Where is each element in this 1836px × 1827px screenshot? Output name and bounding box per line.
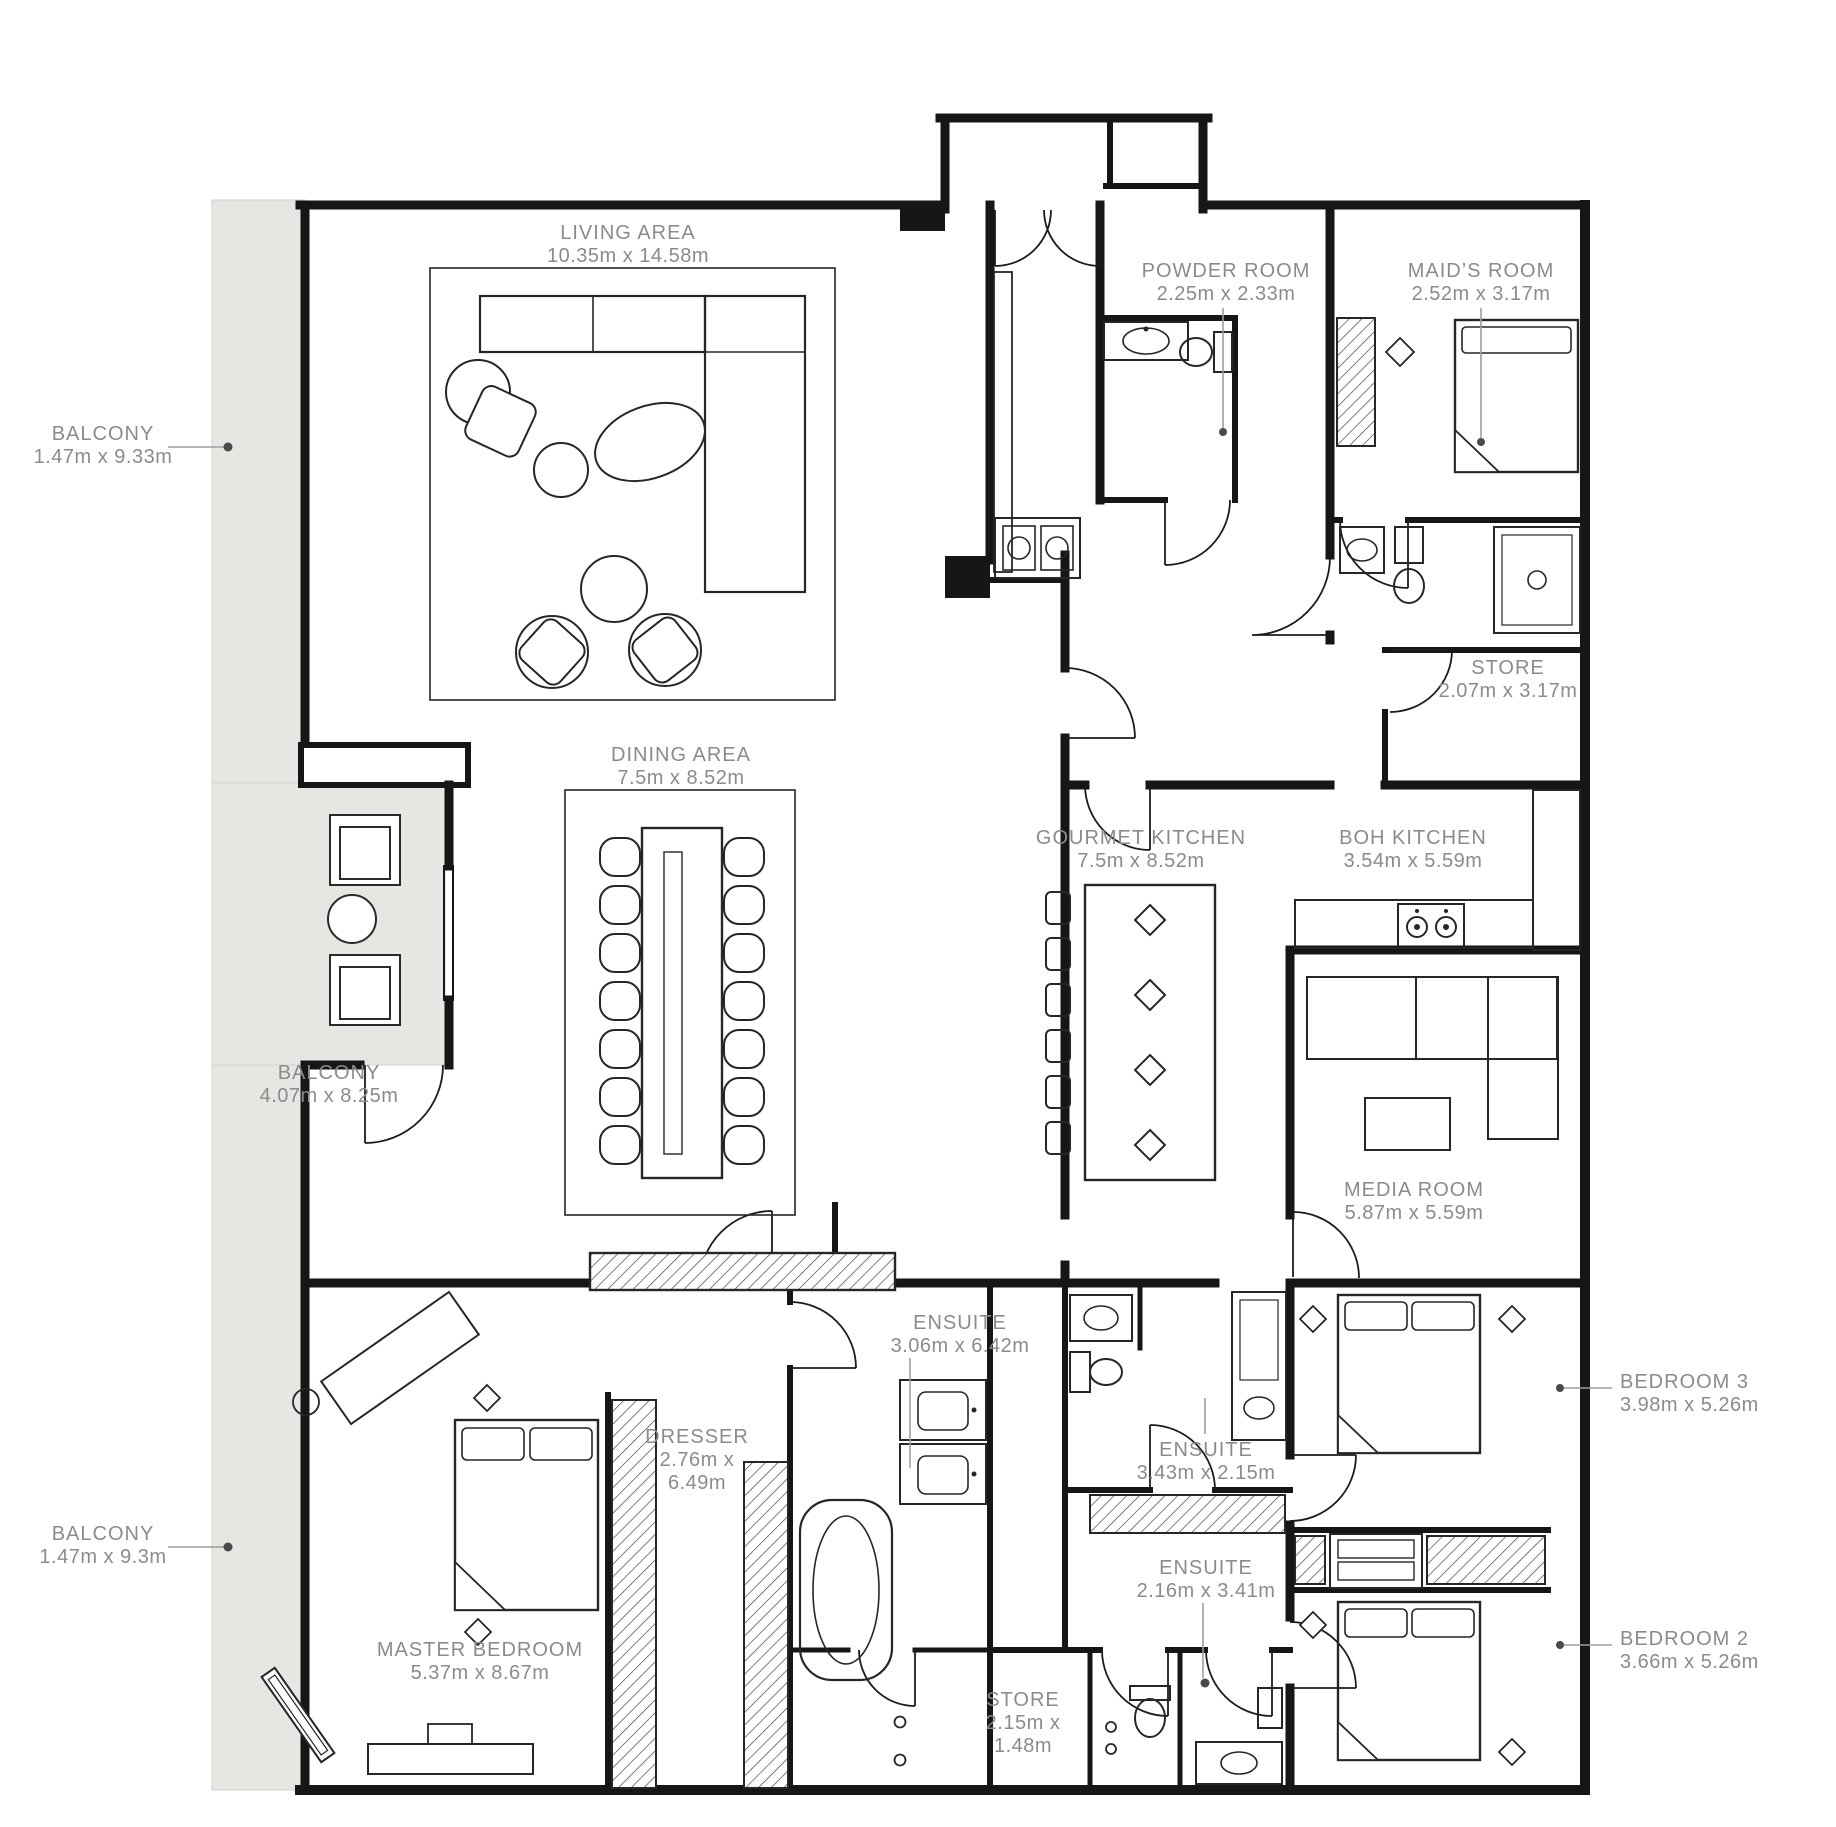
- label-powder-room: POWDER ROOM 2.25m x 2.33m: [1142, 260, 1311, 306]
- label-store-lower: STORE 2.15m x 1.48m: [986, 1689, 1061, 1758]
- label-dresser: DRESSER 2.76m x 6.49m: [645, 1426, 749, 1495]
- bedroom2-furniture: [1298, 1600, 1527, 1767]
- room-dims: 3.54m x 5.59m: [1343, 850, 1483, 872]
- room-dims: 3.43m x 2.15m: [1136, 1462, 1276, 1484]
- living-furniture: [429, 267, 836, 701]
- room-dims: 2.52m x 3.17m: [1411, 283, 1551, 305]
- maids-room-fixtures: [1336, 317, 1581, 634]
- room-name: ENSUITE: [1159, 1557, 1253, 1579]
- room-dims: 6.49m: [667, 1472, 727, 1494]
- room-dims: 2.15m x: [985, 1712, 1061, 1734]
- powder-fixtures: [1103, 321, 1233, 373]
- room-dims: 3.66m x 5.26m: [1620, 1651, 1759, 1673]
- doors: [364, 209, 1453, 1717]
- room-dims: 1.47m x 9.3m: [39, 1546, 167, 1568]
- room-dims: 5.87m x 5.59m: [1344, 1202, 1484, 1224]
- label-balcony-bottom: BALCONY 1.47m x 9.3m: [39, 1523, 166, 1569]
- room-name: ENSUITE: [1159, 1439, 1253, 1461]
- leader-lines: [168, 308, 1612, 1678]
- room-name: STORE: [986, 1689, 1060, 1711]
- room-dims: 7.5m x 8.52m: [617, 767, 745, 789]
- room-dims: 4.07m x 8.25m: [259, 1085, 399, 1107]
- label-media-room: MEDIA ROOM 5.87m x 5.59m: [1344, 1179, 1484, 1225]
- label-balcony-top: BALCONY 1.47m x 9.33m: [34, 423, 173, 469]
- balcony-areas: [211, 199, 446, 1791]
- ensuite3-fixtures: [1069, 1291, 1546, 1589]
- label-boh-kitchen: BOH KITCHEN 3.54m x 5.59m: [1339, 827, 1487, 873]
- label-balcony-middle: BALCONY 4.07m x 8.25m: [260, 1062, 399, 1108]
- room-name: DINING AREA: [611, 744, 751, 766]
- balcony-furniture: [327, 814, 401, 1026]
- room-name: DRESSER: [645, 1426, 749, 1448]
- room-name: MEDIA ROOM: [1343, 1179, 1485, 1201]
- room-dims: 3.98m x 5.26m: [1620, 1394, 1759, 1416]
- room-dims: 5.37m x 8.67m: [410, 1662, 550, 1684]
- room-dims: 3.06m x 6.42m: [890, 1335, 1030, 1357]
- leader-dots: [223, 428, 1564, 1688]
- room-dims: 1.48m: [993, 1735, 1053, 1757]
- label-ensuite-master: ENSUITE 3.06m x 6.42m: [891, 1312, 1030, 1358]
- room-name: BEDROOM 3: [1620, 1371, 1750, 1393]
- room-name: BALCONY: [51, 423, 155, 445]
- room-name: STORE: [1471, 657, 1545, 679]
- room-dims: 2.16m x 3.41m: [1136, 1580, 1276, 1602]
- room-dims: 10.35m x 14.58m: [546, 245, 710, 267]
- dresser-wardrobes: [611, 1399, 789, 1789]
- label-maids-room: MAID’S ROOM 2.52m x 3.17m: [1408, 260, 1555, 306]
- kitchen-fixtures: [1045, 789, 1581, 1182]
- room-name: LIVING AREA: [560, 222, 696, 244]
- room-name: BALCONY: [277, 1062, 381, 1084]
- room-name: BALCONY: [51, 1523, 155, 1545]
- label-living-area: LIVING AREA 10.35m x 14.58m: [547, 222, 709, 268]
- room-dims: 2.07m x 3.17m: [1438, 680, 1578, 702]
- bottom-bath-fixtures: [1105, 1685, 1283, 1785]
- label-gourmet-kitchen: GOURMET KITCHEN 7.5m x 8.52m: [1036, 827, 1246, 873]
- room-name: ENSUITE: [913, 1312, 1007, 1334]
- label-ensuite-bed2: ENSUITE 2.16m x 3.41m: [1137, 1557, 1276, 1603]
- room-dims: 2.76m x: [659, 1449, 735, 1471]
- master-ensuite-fixtures: [798, 1379, 987, 1767]
- label-bedroom-3: BEDROOM 3 3.98m x 5.26m: [1620, 1371, 1759, 1417]
- room-name: BOH KITCHEN: [1339, 827, 1487, 849]
- master-bedroom-furniture: [260, 1251, 897, 1775]
- dining-furniture: [564, 789, 796, 1216]
- room-name: GOURMET KITCHEN: [1035, 827, 1247, 849]
- room-name: MASTER BEDROOM: [376, 1639, 584, 1661]
- room-dims: 2.25m x 2.33m: [1156, 283, 1296, 305]
- label-dining-area: DINING AREA 7.5m x 8.52m: [611, 744, 751, 790]
- media-furniture: [1306, 976, 1559, 1151]
- room-name: MAID’S ROOM: [1407, 260, 1555, 282]
- label-ensuite-bed3: ENSUITE 3.43m x 2.15m: [1137, 1439, 1276, 1485]
- label-store-upper: STORE 2.07m x 3.17m: [1439, 657, 1578, 703]
- room-dims: 7.5m x 8.52m: [1077, 850, 1205, 872]
- entry-fixtures: [993, 271, 1081, 579]
- label-bedroom-2: BEDROOM 2 3.66m x 5.26m: [1620, 1628, 1759, 1674]
- room-name: BEDROOM 2: [1620, 1628, 1750, 1650]
- label-master-bedroom: MASTER BEDROOM 5.37m x 8.67m: [377, 1639, 583, 1685]
- walls: [295, 113, 1590, 1795]
- room-name: POWDER ROOM: [1141, 260, 1311, 282]
- bedroom3-furniture: [1298, 1293, 1527, 1455]
- columns: [900, 205, 990, 598]
- room-dims: 1.47m x 9.33m: [33, 446, 173, 468]
